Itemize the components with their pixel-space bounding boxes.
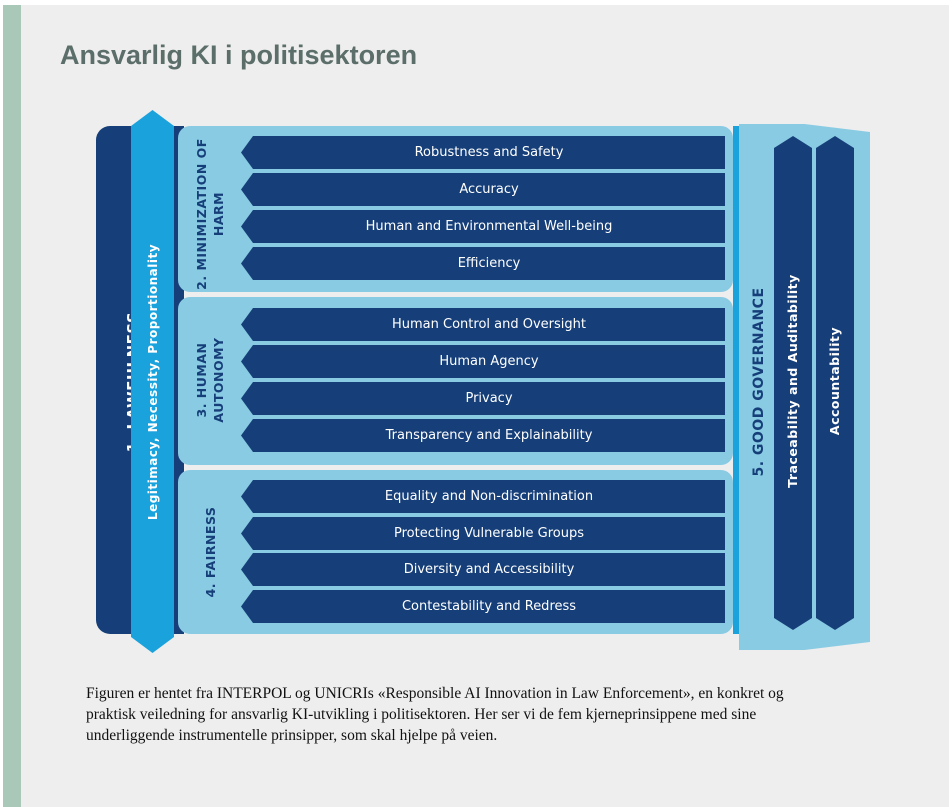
group-heading-line: HARM xyxy=(211,191,226,237)
traceability-label: Traceability and Auditability xyxy=(785,274,800,488)
governance-divider xyxy=(733,126,739,634)
slide-title: Ansvarlig KI i politisektoren xyxy=(60,40,418,70)
governance-label: 5. GOOD GOVERNANCE xyxy=(751,287,767,477)
item-contestability-and-redress: Contestability and Redress xyxy=(241,590,725,623)
traceability-arrow xyxy=(774,136,812,630)
item-diversity-and-accessibility: Diversity and Accessibility xyxy=(241,553,725,586)
group-heading-line: AUTONOMY xyxy=(211,337,226,423)
item-transparency-and-explainability: Transparency and Explainability xyxy=(241,419,725,452)
group-heading-line: 3. HUMAN xyxy=(194,342,209,418)
legitimacy-arrow xyxy=(131,110,174,653)
accountability-arrow xyxy=(816,136,854,630)
item-efficiency: Efficiency xyxy=(241,247,725,280)
item-accuracy: Accuracy xyxy=(241,173,725,206)
item-protecting-vulnerable-groups: Protecting Vulnerable Groups xyxy=(241,517,725,550)
figure-caption: Figuren er hentet fra INTERPOL og UNICRI… xyxy=(86,685,784,744)
item-equality-and-non-discrimination: Equality and Non-discrimination xyxy=(241,480,725,513)
legitimacy-label: Legitimacy, Necessity, Proportionality xyxy=(146,243,160,521)
item-human-control-and-oversight: Human Control and Oversight xyxy=(241,308,725,341)
accountability-label: Accountability xyxy=(827,326,842,436)
item-privacy: Privacy xyxy=(241,382,725,415)
slide-accent-bar xyxy=(3,5,21,807)
group-heading-line: 2. MINIMIZATION OF xyxy=(194,138,209,290)
item-human-and-environmental-well-being: Human and Environmental Well-being xyxy=(241,210,725,243)
group-heading-human-autonomy: 3. HUMAN AUTONOMY xyxy=(193,300,229,460)
group-heading-line: 4. FAIRNESS xyxy=(203,506,218,598)
group-heading-minimization-of-harm: 2. MINIMIZATION OF HARM xyxy=(193,134,229,294)
group-heading-fairness: 4. FAIRNESS xyxy=(202,472,220,632)
principles-diagram: 1. LAWFULNESS Legitimacy, Necessity, Pro… xyxy=(94,110,870,655)
item-human-agency: Human Agency xyxy=(241,345,725,378)
item-robustness-and-safety: Robustness and Safety xyxy=(241,136,725,169)
